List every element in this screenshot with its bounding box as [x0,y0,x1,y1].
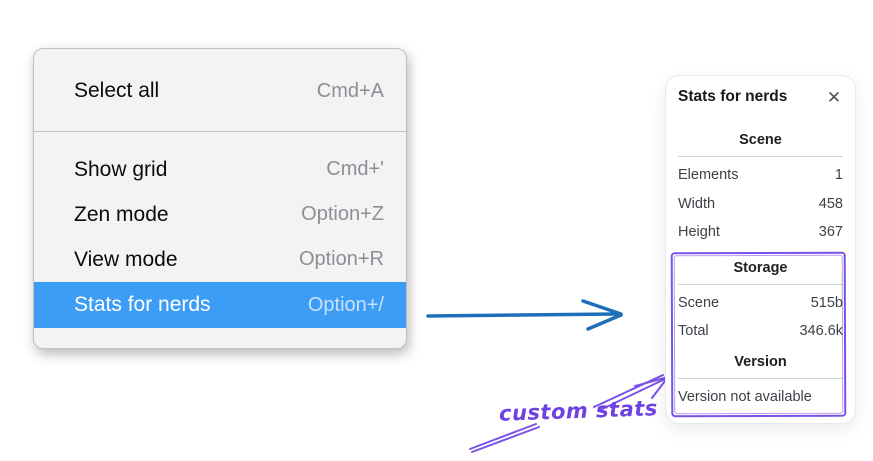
section-header-scene: Scene [739,132,782,148]
section-header-storage: Storage [733,259,788,276]
version-note: Version not available [678,388,812,405]
menu-item-shortcut: Cmd+A [316,79,384,102]
menu-item-label: Stats for nerds [74,293,211,316]
stat-label: Scene [678,294,720,311]
section-header-version: Version [734,353,787,370]
purple-tail-line [469,423,540,453]
stat-label: Width [678,195,716,212]
scene-rows: Elements 1 Width 458 Height 367 [678,161,843,247]
menu-item-select-all[interactable]: Select all Cmd+A [34,65,406,117]
stat-row-total-size: Total 346.6k [678,317,843,346]
stat-row-height: Height 367 [678,218,843,247]
stat-value: 515b [810,294,843,311]
storage-rows: Scene 515b Total 346.6k [678,289,843,346]
stat-value: 458 [818,195,843,212]
menu-item-show-grid[interactable]: Show grid Cmd+' [34,147,406,192]
stats-panel-header: Stats for nerds ✕ [678,86,843,108]
close-icon[interactable]: ✕ [826,87,842,107]
blue-arrow [426,299,623,331]
menu-item-zen-mode[interactable]: Zen mode Option+Z [34,192,406,237]
menu-item-label: View mode [74,247,178,271]
stat-row-width: Width 458 [678,190,843,219]
section-divider [678,156,843,157]
menu-item-label: Select all [74,79,160,102]
custom-stats-annotation: custom stats [498,396,659,426]
menu-item-stats-for-nerds[interactable]: Stats for nerds Option+/ [34,282,406,328]
context-menu: Select all Cmd+A Show grid Cmd+' Zen mod… [33,48,407,349]
menu-item-shortcut: Option+R [298,248,384,270]
stat-label: Total [678,323,709,340]
stat-row-elements: Elements 1 [678,161,843,190]
stat-label: Elements [678,167,739,184]
stat-value: 1 [834,167,843,184]
menu-item-shortcut: Option+Z [301,203,384,225]
stats-panel-title: Stats for nerds [678,88,788,105]
menu-item-shortcut: Option+/ [307,293,384,316]
menu-item-label: Zen mode [74,202,169,226]
stat-value: 346.6k [799,323,843,340]
stat-row-scene-size: Scene 515b [678,289,843,318]
menu-item-view-mode[interactable]: View mode Option+R [34,237,406,282]
section-divider [678,283,843,285]
stats-panel: Stats for nerds ✕ Scene Elements 1 Width… [665,75,856,424]
section-divider [678,377,843,379]
stat-value: 367 [818,224,843,241]
menu-item-shortcut: Cmd+' [326,158,384,180]
menu-item-label: Show grid [74,157,168,181]
menu-divider [34,131,406,132]
stat-label: Height [678,224,720,241]
